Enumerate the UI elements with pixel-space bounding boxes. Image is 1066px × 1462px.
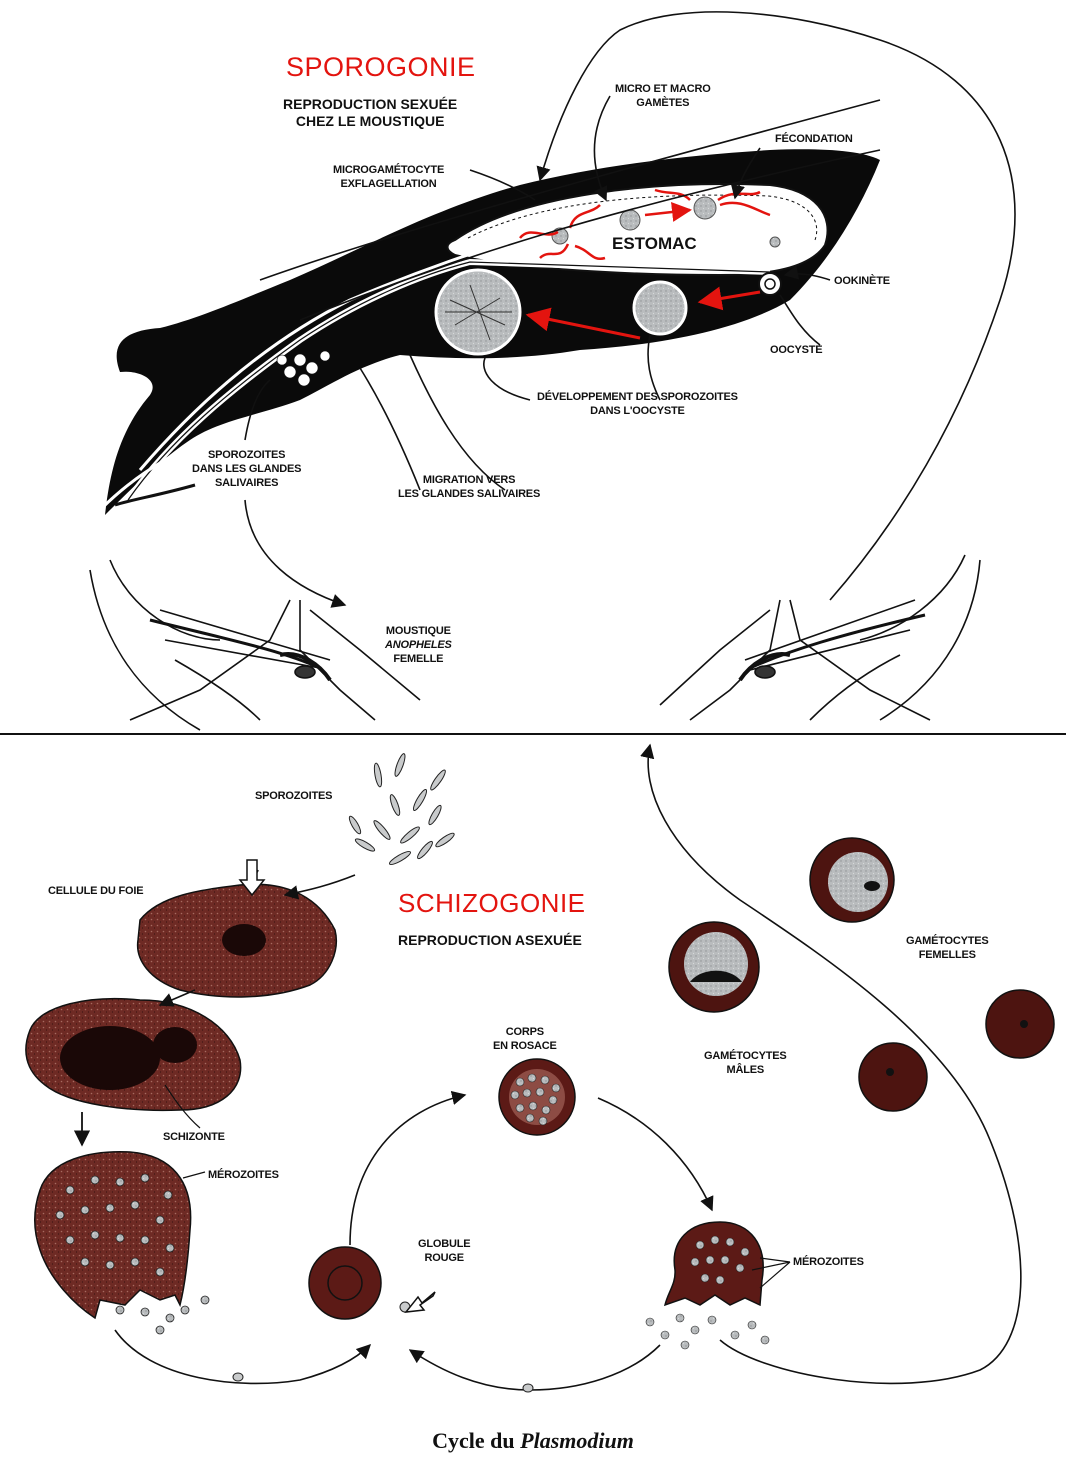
label-micro-macro-gametes: MICRO ET MACRO GAMÈTES [615, 82, 711, 110]
label-line: MICRO ET MACRO [615, 82, 711, 96]
label-microgametocyte: MICROGAMÉTOCYTE EXFLAGELLATION [333, 163, 444, 191]
sporozoites-cluster [347, 753, 455, 867]
bursting-erythrocyte [665, 1222, 763, 1305]
label-line: SPOROZOITES [192, 448, 301, 462]
bursting-schizont [35, 1152, 191, 1318]
sporogonie-subtitle-line2: CHEZ LE MOUSTIQUE [283, 113, 457, 130]
caption-prefix: Cycle du [432, 1428, 520, 1453]
label-line: ROUGE [418, 1251, 470, 1265]
label-sporozoites: SPOROZOITES [255, 789, 332, 803]
sporogonie-subtitle-line1: REPRODUCTION SEXUÉE [283, 96, 457, 113]
label-line: MOUSTIQUE [385, 624, 452, 638]
label-developpement-sporozoites: DÉVELOPPEMENT DES SPOROZOITES DANS L'OOC… [537, 390, 738, 418]
label-line: MÂLES [704, 1063, 787, 1077]
label-sporozoites-glandes: SPOROZOITES DANS LES GLANDES SALIVAIRES [192, 448, 301, 490]
label-line: EN ROSACE [493, 1039, 557, 1053]
label-globule-rouge: GLOBULE ROUGE [418, 1237, 470, 1265]
sporogonie-title: SPOROGONIE [286, 52, 476, 83]
label-gametocytes-males: GAMÉTOCYTES MÂLES [704, 1049, 787, 1077]
label-corps-en-rosace: CORPS EN ROSACE [493, 1025, 557, 1053]
label-migration: MIGRATION VERS LES GLANDES SALIVAIRES [398, 473, 540, 501]
label-ookinete: OOKINÈTE [834, 274, 890, 288]
label-line: ANOPHELES [385, 638, 452, 652]
label-line: GAMÈTES [615, 96, 711, 110]
label-line: FEMELLE [385, 652, 452, 666]
label-line: DANS LES GLANDES [192, 462, 301, 476]
label-line: GAMÉTOCYTES [704, 1049, 787, 1063]
sporogonie-subtitle: REPRODUCTION SEXUÉE CHEZ LE MOUSTIQUE [283, 96, 457, 130]
label-line: FEMELLES [906, 948, 989, 962]
label-line: MIGRATION VERS [398, 473, 540, 487]
label-line: CORPS [493, 1025, 557, 1039]
label-line: DÉVELOPPEMENT DES SPOROZOITES [537, 390, 738, 404]
schizogonie-title: SCHIZOGONIE [398, 888, 586, 919]
label-cellule-du-foie: CELLULE DU FOIE [48, 884, 143, 898]
label-line: GLOBULE [418, 1237, 470, 1251]
label-gametocytes-femelles: GAMÉTOCYTES FEMELLES [906, 934, 989, 962]
label-oocyste: OOCYSTE [770, 343, 822, 357]
label-moustique-anopheles: MOUSTIQUE ANOPHELES FEMELLE [385, 624, 452, 666]
oocyst [634, 282, 686, 334]
label-line: EXFLAGELLATION [333, 177, 444, 191]
label-line: GAMÉTOCYTES [906, 934, 989, 948]
schizogonie-subtitle: REPRODUCTION ASEXUÉE [398, 932, 582, 949]
label-line: MICROGAMÉTOCYTE [333, 163, 444, 177]
label-estomac: ESTOMAC [612, 234, 697, 254]
ookinete-cell [759, 273, 781, 295]
label-line: LES GLANDES SALIVAIRES [398, 487, 540, 501]
caption-italic: Plasmodium [520, 1428, 634, 1453]
mosquito-left [90, 560, 420, 730]
label-line: SALIVAIRES [192, 476, 301, 490]
figure-caption: Cycle du Plasmodium [0, 1428, 1066, 1454]
label-line: DANS L'OOCYSTE [537, 404, 738, 418]
label-schizonte: SCHIZONTE [163, 1130, 225, 1144]
label-fecondation: FÉCONDATION [775, 132, 853, 146]
red-blood-cell [309, 1247, 381, 1319]
label-merozoites-right: MÉROZOITES [793, 1255, 864, 1269]
mosquito-right [660, 555, 980, 720]
label-merozoites-left: MÉROZOITES [208, 1168, 279, 1182]
